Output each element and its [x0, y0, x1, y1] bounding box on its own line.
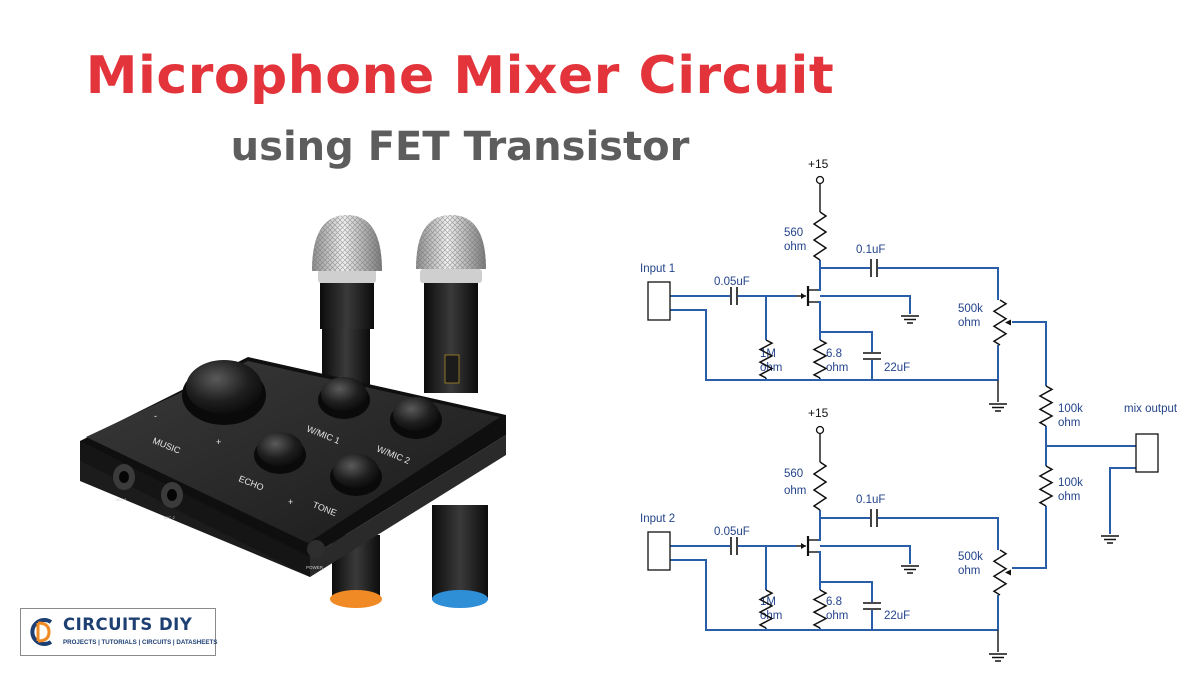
mix-r2-unit: ohm	[1058, 491, 1080, 503]
wire	[818, 551, 821, 580]
schematic-wires	[670, 260, 1138, 631]
schematic-components	[647, 175, 1159, 662]
wire	[818, 282, 821, 291]
mix-r1-unit: ohm	[1058, 417, 1080, 429]
ch1-output-ground	[989, 403, 1007, 412]
tone-plus: +	[288, 497, 293, 507]
mix-output-connector	[1135, 433, 1159, 473]
logo-tagline: PROJECTS | TUTORIALS | CIRCUITS | DATASH…	[63, 639, 218, 646]
mixer-device-illustration: MUSIC W/MIC 1 W/MIC 2 ECHO TONE - + + MI…	[80, 215, 506, 608]
pot-2-unit: ohm	[958, 565, 980, 577]
music-minus: -	[154, 411, 157, 421]
ch2-volume-pot	[992, 549, 1008, 596]
wmic2-knob[interactable]	[390, 397, 442, 439]
ch1-fet-transistor	[796, 286, 818, 306]
wire	[878, 267, 999, 300]
r1-drain-value: 560	[784, 227, 803, 239]
ch2-output-ground	[989, 653, 1007, 662]
ch1-output-capacitor	[870, 259, 878, 277]
supply-label-2: +15	[808, 406, 829, 420]
ch1-source-resistor	[812, 339, 828, 379]
r2-gate-unit: ohm	[760, 610, 782, 622]
r2-drain-value: 560	[784, 468, 803, 480]
wire	[818, 532, 821, 541]
ch2-source-resistor	[812, 589, 828, 629]
wire	[670, 309, 998, 381]
c2-bypass-cap-label: 22uF	[884, 610, 910, 622]
ch1-fet-ground	[901, 315, 919, 324]
wire	[818, 301, 821, 330]
logo-icon	[30, 618, 53, 646]
wire	[820, 545, 911, 564]
mic-1-led-ring	[330, 590, 382, 608]
circuit-schematic: +15 +15 Input 1 0.05uF 560 ohm 0.1uF 1M …	[640, 157, 1178, 662]
r1-source-value: 6.8	[826, 348, 842, 360]
c1-output-cap-label: 0.1uF	[856, 244, 885, 256]
music-knob[interactable]	[182, 360, 266, 425]
ch2-supply-terminal	[815, 425, 825, 435]
ch1-volume-pot-wiper	[1005, 319, 1011, 326]
mix-r2-value: 100k	[1058, 477, 1083, 489]
wmic1-knob[interactable]	[318, 377, 370, 419]
ch1-drain-resistor	[812, 211, 828, 261]
front-panel-jacks: MIC 1 MIC 2 POWER	[113, 464, 325, 570]
microphone-2	[416, 215, 486, 393]
mic1-jack-label: MIC 1	[116, 497, 127, 502]
page-title: Microphone Mixer Circuit	[85, 46, 835, 106]
ch2-volume-pot-wiper	[1005, 569, 1011, 576]
mix-resistor-2	[1038, 465, 1054, 507]
page-subtitle: using FET Transistor	[230, 124, 690, 170]
mic2-jack-label: MIC 2	[164, 515, 175, 520]
music-plus: +	[216, 437, 221, 447]
mix-output-ground	[1101, 535, 1119, 544]
mic-2-led-ring	[432, 590, 488, 608]
pot-2-value: 500k	[958, 551, 983, 563]
power-label: POWER	[306, 565, 324, 570]
wire	[820, 295, 911, 314]
ch1-gate-resistor	[758, 339, 774, 379]
wire	[820, 331, 873, 352]
ch1-input-connector	[647, 281, 671, 321]
input-2-label: Input 2	[640, 513, 675, 525]
r1-source-unit: ohm	[826, 362, 848, 374]
c2-output-cap-label: 0.1uF	[856, 494, 885, 506]
c2-coupling-cap-label: 0.05uF	[714, 526, 750, 538]
wire	[1012, 321, 1047, 386]
wire	[1109, 467, 1136, 534]
pot-1-unit: ohm	[958, 317, 980, 329]
ch2-fet-transistor	[796, 536, 818, 556]
r1-drain-unit: ohm	[784, 241, 806, 253]
supply-label-1: +15	[808, 157, 829, 171]
ch2-drain-resistor	[812, 461, 828, 511]
wire	[820, 581, 873, 602]
ch2-gate-resistor	[758, 589, 774, 629]
pot-1-value: 500k	[958, 303, 983, 315]
c1-bypass-cap-label: 22uF	[884, 362, 910, 374]
ch1-bypass-capacitor	[863, 352, 881, 360]
ch2-bypass-capacitor	[863, 602, 881, 610]
ch2-fet-ground	[901, 565, 919, 574]
r2-source-value: 6.8	[826, 596, 842, 608]
wire	[1012, 506, 1047, 569]
logo-brand: CIRCUITS DIY	[63, 615, 193, 634]
r2-drain-unit: ohm	[784, 485, 806, 497]
circuits-diy-logo[interactable]: CIRCUITS DIY PROJECTS | TUTORIALS | CIRC…	[20, 608, 218, 656]
mix-r1-value: 100k	[1058, 403, 1083, 415]
tone-knob[interactable]	[330, 454, 382, 496]
ch2-coupling-capacitor	[730, 537, 738, 555]
r2-source-unit: ohm	[826, 610, 848, 622]
input-1-label: Input 1	[640, 263, 675, 275]
ch1-coupling-capacitor	[730, 287, 738, 305]
wire	[878, 517, 999, 550]
ch2-output-capacitor	[870, 509, 878, 527]
mix-resistor-1	[1038, 385, 1054, 427]
ch1-volume-pot	[992, 299, 1008, 346]
mix-output-label: mix output	[1124, 403, 1178, 415]
ch2-input-connector	[647, 531, 671, 571]
wire	[670, 559, 998, 631]
echo-knob[interactable]	[254, 432, 306, 474]
ch1-supply-terminal	[815, 175, 825, 185]
power-button[interactable]	[307, 540, 325, 558]
c1-coupling-cap-label: 0.05uF	[714, 276, 750, 288]
